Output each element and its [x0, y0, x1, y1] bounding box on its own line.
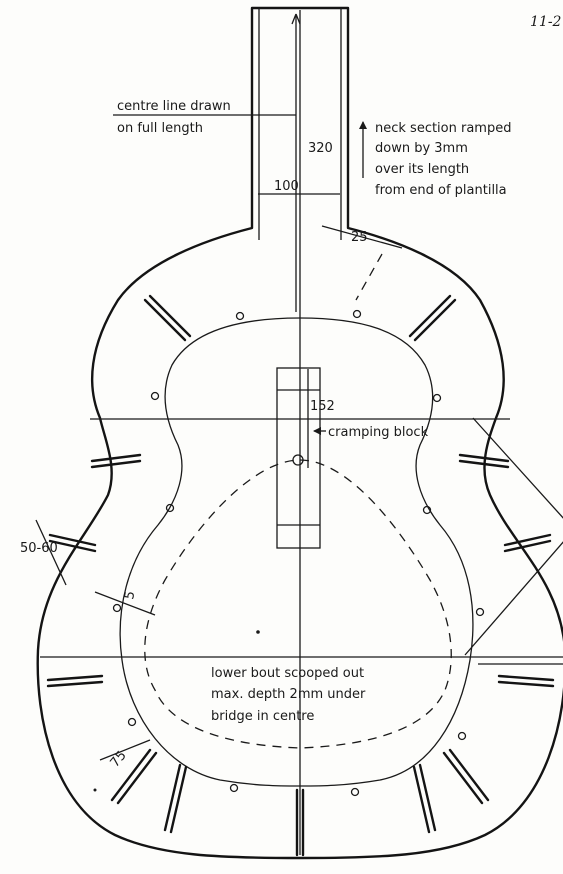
right-leader-2	[464, 541, 563, 656]
lower-note-1: lower bout scooped out	[211, 666, 364, 681]
slot	[413, 298, 457, 342]
shoulder-dim-line	[321, 225, 403, 249]
neck-width-label: 100	[274, 179, 299, 194]
pin-hole	[422, 505, 432, 515]
pin-hole	[350, 787, 360, 797]
slot	[143, 298, 187, 342]
cramping-block-label: cramping block	[328, 425, 429, 440]
slot	[458, 459, 510, 469]
slot	[90, 453, 142, 463]
edge-gap-label: 5	[122, 590, 138, 601]
lower-note-3: bridge in centre	[211, 709, 314, 724]
neck-note-2: down by 3mm	[375, 141, 468, 156]
slot	[163, 763, 182, 832]
shoulder-dim-label: 25	[351, 230, 368, 245]
centre-line-label-2: on full length	[117, 121, 203, 136]
mark-dot	[256, 630, 260, 634]
pin-hole	[457, 731, 467, 741]
shoulder-dash	[355, 253, 383, 301]
slot	[503, 533, 552, 547]
corner-dim-label: 75	[108, 748, 130, 770]
slot	[90, 459, 142, 469]
slot	[148, 294, 192, 338]
cramping-block-rect	[276, 367, 321, 549]
slot	[48, 533, 97, 547]
slot	[408, 294, 452, 338]
block-dim-label: 152	[310, 399, 335, 414]
bar-width-dim-line	[35, 519, 67, 586]
pin-holes-group	[112, 309, 485, 797]
slot	[503, 539, 552, 553]
outer-outline	[36, 6, 563, 860]
pin-hole	[475, 607, 485, 617]
pin-hole	[432, 393, 442, 403]
slot	[48, 539, 97, 553]
slot	[116, 751, 158, 805]
pin-hole	[112, 603, 122, 613]
slot	[412, 765, 431, 834]
scooped-region-outline	[144, 459, 452, 749]
slot	[169, 765, 188, 834]
pin-hole	[127, 717, 137, 727]
slots-group	[46, 294, 555, 857]
dim-arrow-top	[291, 13, 297, 25]
pin-hole	[165, 503, 175, 513]
edge-gap-dim-line	[94, 591, 156, 616]
pin-hole	[235, 311, 245, 321]
pin-hole	[150, 391, 160, 401]
mark-dot	[93, 788, 97, 792]
slot	[448, 748, 490, 802]
slot	[497, 674, 555, 682]
bar-width-label: 50-60	[20, 541, 58, 556]
slot	[458, 453, 510, 463]
slot	[418, 763, 437, 832]
right-leader-1	[472, 417, 563, 519]
neck-note-3: over its length	[375, 162, 469, 177]
neck-note-4: from end of plantilla	[375, 183, 507, 198]
slot	[46, 674, 104, 682]
neck-length-label: 320	[308, 141, 333, 156]
pin-hole	[229, 783, 239, 793]
slot	[497, 680, 555, 688]
neck-note-1: neck section ramped	[375, 121, 511, 136]
slot	[442, 751, 484, 805]
lower-note-2: max. depth 2mm under	[211, 687, 366, 702]
slot	[110, 748, 152, 802]
pin-hole	[352, 309, 362, 319]
page-ref: 11-2	[530, 14, 562, 30]
corner-dim-line	[99, 739, 151, 761]
block-centre-hole	[292, 454, 304, 466]
slot	[46, 680, 104, 688]
dim-arrow-top-2	[295, 13, 301, 25]
centre-line-label-1: centre line drawn	[117, 99, 231, 114]
